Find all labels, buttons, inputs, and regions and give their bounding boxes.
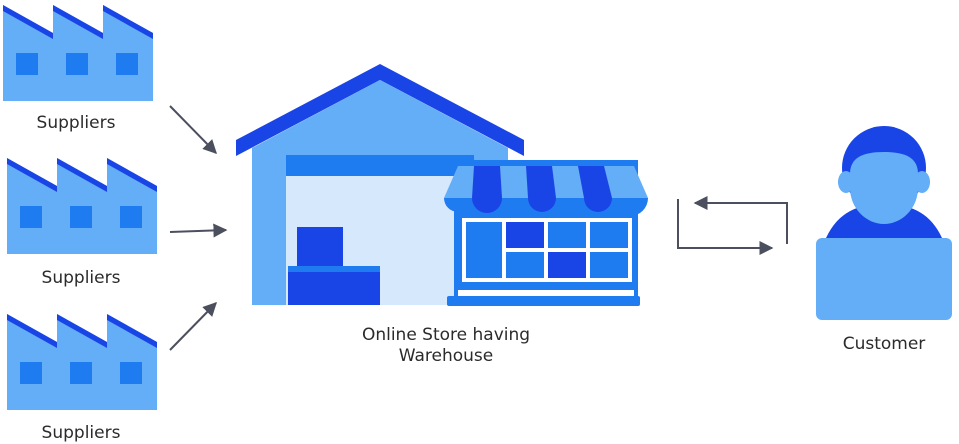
warehouse-icon <box>236 64 524 305</box>
supplier-factory-3 <box>7 314 157 410</box>
supplier-factory-2 <box>7 158 157 254</box>
arrow-supplier-1-to-store <box>169 105 217 155</box>
arrow-supplier-2-to-store <box>169 223 228 238</box>
supplier-label-1: Suppliers <box>36 113 116 133</box>
arrow-supplier-3-to-store <box>169 301 217 351</box>
customer-label: Customer <box>842 334 926 354</box>
shop-front-icon <box>444 160 648 306</box>
customer-icon <box>816 126 952 320</box>
store-label-line1: Online Store having <box>361 325 531 345</box>
supplier-factory-1 <box>3 5 153 101</box>
arrow-customer-to-store <box>693 196 788 244</box>
arrow-store-to-customer <box>677 199 774 255</box>
store-label-line2: Warehouse <box>398 346 494 366</box>
supplier-label-2: Suppliers <box>41 268 121 288</box>
supplier-label-3: Suppliers <box>41 423 121 443</box>
